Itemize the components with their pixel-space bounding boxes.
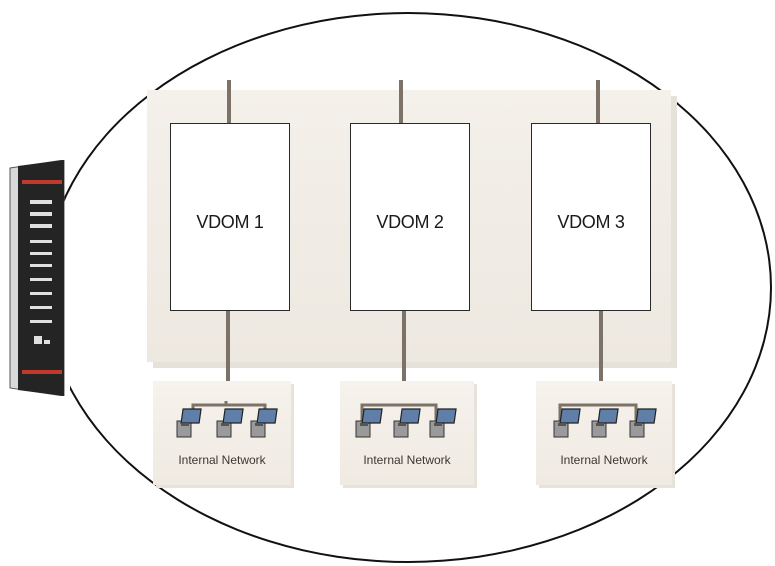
fortigate-appliance-icon <box>9 160 65 396</box>
workstation-icon <box>355 408 383 438</box>
workstation-group-icon <box>553 403 657 438</box>
internal-network-label: Internal Network <box>560 453 648 467</box>
workstation-icon <box>553 408 581 438</box>
downlink-line <box>402 311 406 401</box>
workstation-icon <box>591 408 619 438</box>
downlink-line <box>226 311 230 401</box>
ellipse-gap-top <box>148 5 678 89</box>
workstation-icon <box>393 408 421 438</box>
uplink-line <box>399 80 403 125</box>
internal-network-box: Internal Network <box>153 381 291 485</box>
workstation-group-icon <box>355 403 457 438</box>
vdom-box: VDOM 2 <box>350 123 470 311</box>
vdom-label: VDOM 1 <box>196 212 264 232</box>
vdom-box: VDOM 3 <box>531 123 651 311</box>
workstation-icon <box>629 408 657 438</box>
workstation-icon <box>429 408 457 438</box>
workstation-group-icon <box>176 401 278 438</box>
internal-network-label: Internal Network <box>178 453 266 467</box>
vdom-label: VDOM 2 <box>376 212 444 232</box>
downlink-line <box>599 311 603 401</box>
internal-network-box: Internal Network <box>536 381 672 485</box>
internal-network-label: Internal Network <box>363 453 451 467</box>
workstation-icon <box>250 408 278 438</box>
vdom-label: VDOM 3 <box>557 212 625 232</box>
uplink-line <box>596 80 600 125</box>
workstation-icon <box>216 408 244 438</box>
uplink-line <box>227 80 231 125</box>
internal-network-box: Internal Network <box>340 381 474 485</box>
workstation-icon <box>176 408 202 438</box>
vdom-box: VDOM 1 <box>170 123 290 311</box>
